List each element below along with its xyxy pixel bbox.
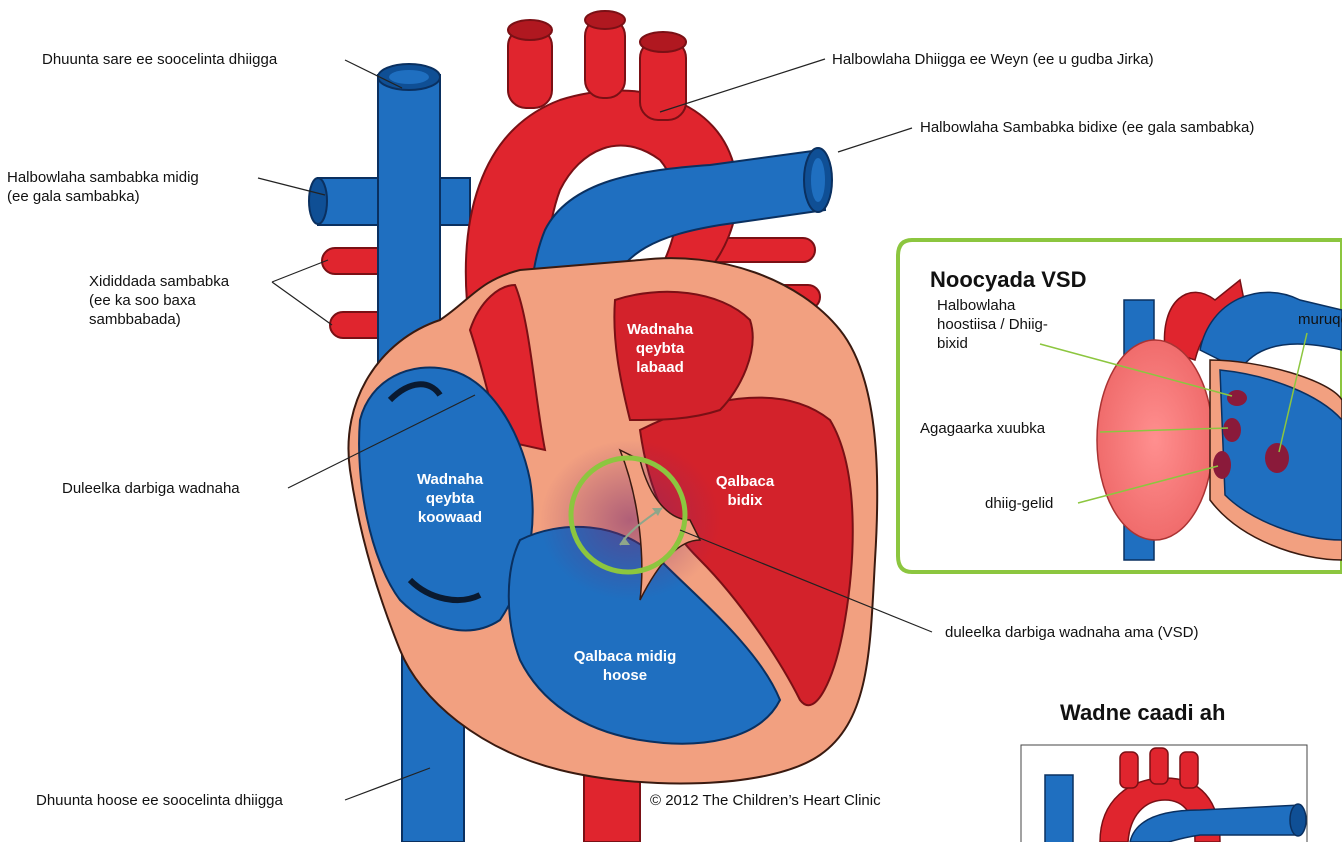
chamber-left-atrium: Wadnaha qeybta labaad (610, 320, 710, 377)
inset-vsd-types-title: Noocyada VSD (930, 267, 1087, 293)
label-left-pulmonary-artery: Halbowlaha Sambabka bidixe (ee gala samb… (920, 118, 1254, 137)
normal-heart-inset (1021, 745, 1307, 842)
label-vsd: duleelka darbiga wadnaha ama (VSD) (945, 623, 1198, 642)
label-superior-vena-cava: Dhuunta sare ee soocelinta dhiigga (42, 50, 277, 69)
inset-label-outlet: Halbowlaha hoostiisa / Dhiig- bixid (937, 296, 1048, 353)
label-pulmonary-veins: Xididdada sambabka (ee ka soo baxa sambb… (89, 272, 229, 329)
chamber-left-ventricle: Qalbaca bidix (700, 472, 790, 510)
label-aorta: Halbowlaha Dhiigga ee Weyn (ee u gudba J… (832, 50, 1154, 69)
inset-label-membranous: Agagaarka xuubka (920, 419, 1045, 438)
copyright-text: © 2012 The Children’s Heart Clinic (650, 792, 881, 809)
chamber-right-atrium: Wadnaha qeybta koowaad (400, 470, 500, 527)
chamber-right-ventricle: Qalbaca midig hoose (555, 647, 695, 685)
label-right-pulmonary-artery: Halbowlaha sambabka midig (ee gala samba… (7, 168, 199, 206)
label-inferior-vena-cava: Dhuunta hoose ee soocelinta dhiigga (36, 791, 283, 810)
inset-label-muscular: muruqe (1298, 310, 1342, 329)
inset-label-inlet: dhiig-gelid (985, 494, 1053, 513)
inset-normal-heart-title: Wadne caadi ah (1060, 700, 1225, 726)
label-atrial-septal-defect: Duleelka darbiga wadnaha (62, 479, 240, 498)
